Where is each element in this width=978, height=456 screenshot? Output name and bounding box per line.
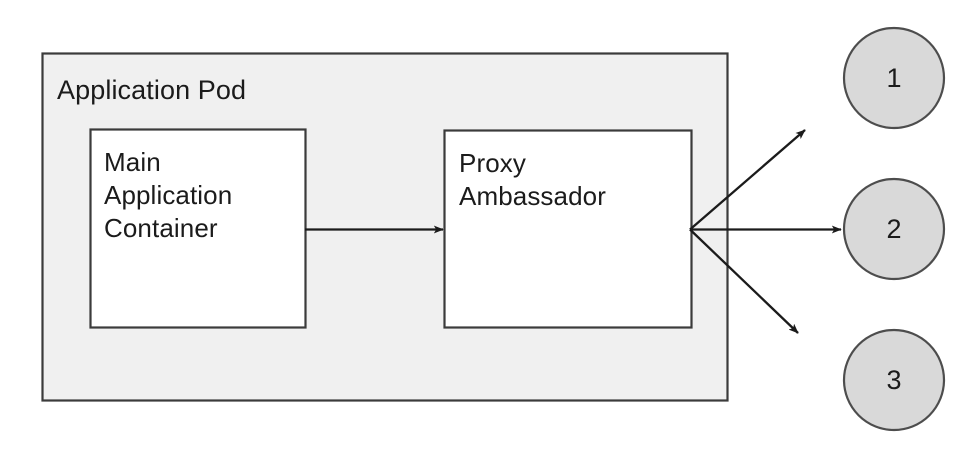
endpoint-1-circle	[842, 26, 946, 130]
application-pod-title: Application Pod	[57, 75, 247, 105]
proxy-ambassador-container-label: Proxy Ambassador	[459, 148, 606, 211]
endpoint-3-circle	[842, 328, 946, 432]
endpoint-2-label: 2	[886, 214, 902, 244]
proxy-to-endpoint-3-arrow	[689, 228, 799, 334]
endpoint-2-circle	[842, 177, 946, 281]
proxy-ambassador-container-rect	[443, 129, 693, 329]
proxy-to-endpoint-1-arrow	[689, 129, 806, 231]
main-application-container-label: Main Application Container	[104, 147, 233, 243]
main-application-container-rect	[89, 128, 307, 329]
endpoint-3-label: 3	[886, 365, 902, 395]
endpoint-1-label: 1	[886, 63, 902, 93]
